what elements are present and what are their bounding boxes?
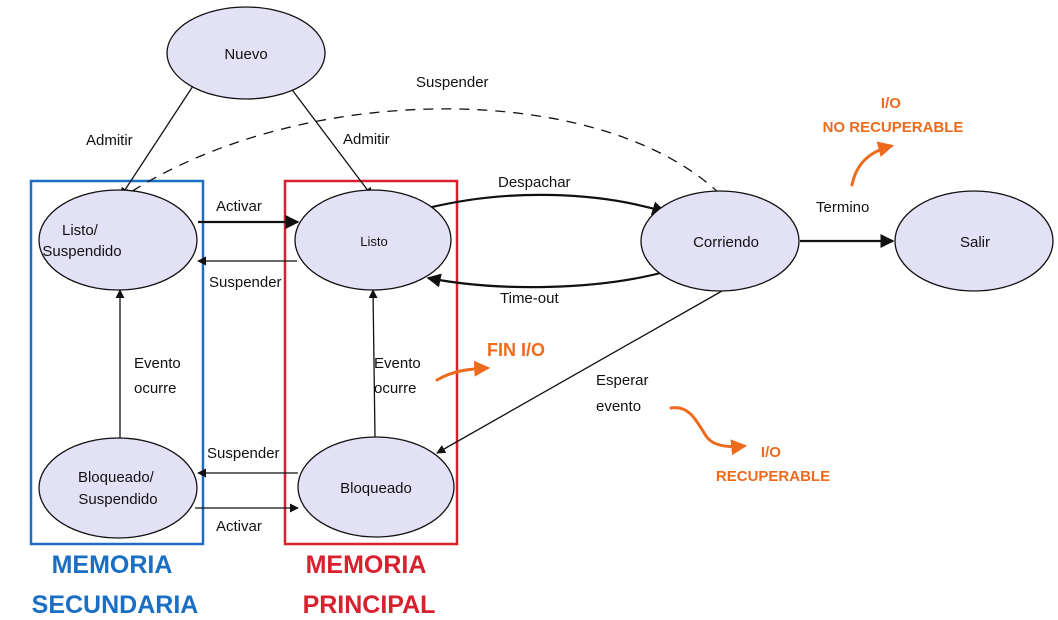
edge-label-time-out: Time-out (500, 290, 559, 307)
evento-ocurre-left-line-1: Evento (134, 355, 181, 372)
node-bloqueado-suspendido (38, 437, 198, 539)
esperar-evento-line-1: Esperar (596, 372, 649, 389)
node-listo-suspendido-line-2: Suspendido (42, 243, 121, 260)
evento-ocurre-mid-line-1: Evento (374, 355, 421, 372)
memoria-secundaria-line-2: SECUNDARIA (32, 591, 199, 619)
node-corriendo (640, 190, 800, 292)
edge-nuevo-to-listo-suspendido (120, 85, 194, 197)
memoria-principal-line-1: MEMORIA (306, 551, 427, 579)
edge-label-suspender-bottom: Suspender (207, 445, 280, 462)
arrow-io-recuperable (669, 406, 748, 456)
io-recuperable-line-1: I/O (761, 444, 781, 461)
esperar-evento-line-2: evento (596, 398, 641, 415)
evento-ocurre-mid-line-2: ocurre (374, 380, 417, 397)
edge-label-evento-ocurre-left: Evento ocurre (134, 355, 185, 397)
io-no-recuperable-line-2: NO RECUPERABLE (823, 119, 964, 136)
node-listo-suspendido-label: Listo/ Suspendido (42, 222, 121, 260)
node-corriendo-label: Corriendo (693, 234, 759, 251)
edge-corriendo-to-listo-suspendido-dashed (122, 108, 721, 198)
memoria-secundaria-box (29, 179, 205, 546)
edge-label-evento-ocurre-mid: Evento ocurre (374, 355, 425, 397)
node-listo-suspendido-line-1: Listo/ (62, 222, 99, 239)
edge-nuevo-to-listo (289, 86, 373, 197)
node-salir (894, 190, 1054, 292)
node-bloqueado-suspendido-line-2: Suspendido (78, 491, 157, 508)
evento-ocurre-left-line-2: ocurre (134, 380, 177, 397)
arrow-io-no-recuperable (850, 141, 895, 187)
edge-label-esperar-evento: Esperar evento (596, 372, 653, 415)
node-listo (294, 189, 452, 291)
node-salir-label: Salir (960, 234, 990, 251)
memoria-principal-line-2: PRINCIPAL (303, 591, 436, 619)
region-title-memoria-principal: MEMORIA PRINCIPAL (303, 551, 436, 619)
edge-label-termino: Termino (816, 199, 869, 216)
region-title-memoria-secundaria: MEMORIA SECUNDARIA (32, 551, 199, 619)
annotation-fin-io: FIN I/O (487, 340, 545, 360)
memoria-principal-box (283, 179, 459, 546)
node-bloqueado-suspendido-label: Bloqueado/ Suspendido (78, 469, 158, 508)
node-nuevo-label: Nuevo (224, 46, 267, 63)
edge-label-despachar: Despachar (498, 174, 571, 191)
node-listo-label: Listo (360, 234, 387, 249)
edge-listo-to-corriendo (427, 193, 667, 215)
node-bloqueado-suspendido-line-1: Bloqueado/ (78, 469, 155, 486)
edge-label-admitir-left: Admitir (86, 132, 133, 149)
node-nuevo (166, 6, 326, 100)
arrow-fin-io (435, 360, 491, 382)
io-recuperable-line-2: RECUPERABLE (716, 468, 830, 485)
edge-label-admitir-right: Admitir (343, 131, 390, 148)
node-bloqueado (297, 436, 455, 538)
node-bloqueado-label: Bloqueado (340, 480, 412, 497)
edge-bloqueado-to-listo (368, 289, 378, 439)
annotation-io-no-recuperable: I/O NO RECUPERABLE (823, 95, 964, 136)
memoria-secundaria-line-1: MEMORIA (52, 551, 173, 579)
io-no-recuperable-line-1: I/O (881, 95, 901, 112)
edge-corriendo-to-bloqueado (436, 290, 723, 454)
annotation-io-recuperable: I/O RECUPERABLE (716, 444, 830, 485)
edge-corriendo-to-listo (426, 269, 669, 289)
edge-label-activar-bottom: Activar (216, 518, 262, 535)
edge-label-suspender-mid: Suspender (209, 274, 282, 291)
node-listo-suspendido (38, 189, 198, 291)
edge-label-suspender-top: Suspender (416, 74, 489, 91)
edge-label-activar-top: Activar (216, 198, 262, 215)
